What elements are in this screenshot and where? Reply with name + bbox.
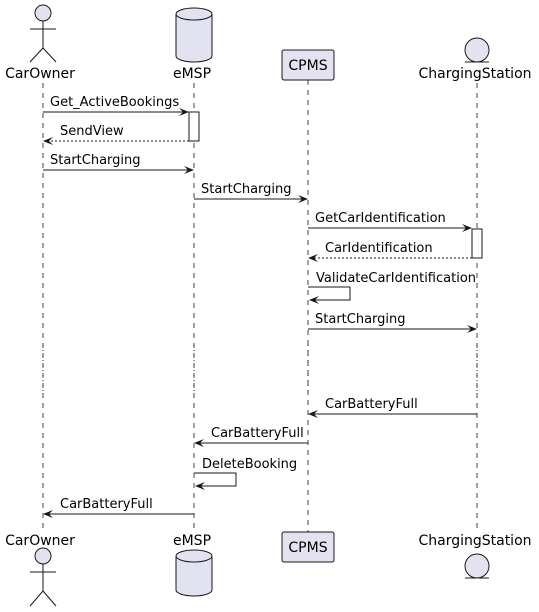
participant-label: CPMS: [288, 540, 327, 556]
message-label: CarBatteryFull: [211, 426, 304, 441]
message-label: CarIdentification: [325, 241, 433, 256]
message-label: GetCarIdentification: [315, 211, 446, 226]
message-label: ValidateCarIdentification: [316, 271, 476, 286]
participant-carowner-bottom: CarOwner: [5, 533, 75, 607]
participant-label: CarOwner: [5, 533, 75, 549]
lifelines: [42, 80, 478, 532]
arrowhead: [194, 439, 204, 447]
participant-box: [281, 531, 335, 563]
arrowhead: [179, 108, 189, 116]
participant-label: CPMS: [288, 58, 327, 74]
database-icon: [175, 7, 213, 63]
message-6: CarIdentification: [308, 241, 472, 262]
actor-icon: [29, 4, 57, 63]
message-label: Get_ActiveBookings: [50, 95, 179, 110]
participant-cpms-bottom: CPMS: [281, 531, 335, 563]
message-label: CarBatteryFull: [325, 397, 418, 412]
arrowhead: [184, 166, 194, 174]
arrowhead: [308, 254, 318, 262]
database-icon: [175, 549, 213, 597]
message-5: GetCarIdentification: [308, 211, 472, 232]
participant-label: eMSP: [173, 533, 211, 549]
arrowhead: [298, 195, 308, 203]
message-label: StartCharging: [315, 312, 406, 327]
message-3: StartCharging: [43, 153, 194, 174]
participant-label: eMSP: [173, 66, 211, 82]
message-4: StartCharging: [194, 182, 308, 203]
messages: Get_ActiveBookingsSendViewStartChargingS…: [43, 95, 477, 518]
entity-icon: [464, 553, 490, 579]
participant-carowner-top: CarOwner: [5, 4, 75, 82]
message-9: CarBatteryFull: [308, 397, 477, 418]
arrowhead: [195, 482, 205, 490]
participant-label: ChargingStation: [418, 533, 531, 549]
entity-icon: [464, 37, 490, 63]
arrowhead: [43, 510, 53, 518]
participant-box: [281, 49, 335, 81]
message-label: SendView: [60, 124, 124, 139]
message-label: StartCharging: [201, 182, 292, 197]
participant-chargingstation-top: ChargingStation: [418, 37, 532, 82]
participant-emsp-top: eMSP: [173, 7, 213, 82]
arrowhead: [43, 137, 53, 145]
message-12: CarBatteryFull: [43, 497, 194, 518]
message-label: CarBatteryFull: [60, 497, 153, 512]
participant-chargingstation-bottom: ChargingStation: [418, 533, 532, 579]
message-arrow-line: [194, 472, 237, 487]
arrowhead: [462, 224, 472, 232]
participant-label: ChargingStation: [418, 66, 531, 82]
message-label: StartCharging: [50, 153, 141, 168]
message-11: DeleteBooking: [194, 457, 297, 490]
arrowhead: [308, 410, 318, 418]
activation-chargingstation: [471, 228, 483, 259]
message-8: StartCharging: [308, 312, 477, 333]
message-10: CarBatteryFull: [194, 426, 308, 447]
arrowhead: [309, 296, 319, 304]
message-arrow-line: [308, 286, 351, 301]
message-1: Get_ActiveBookings: [43, 95, 189, 116]
delay-dots: [42, 345, 478, 395]
participant-emsp-bottom: eMSP: [173, 533, 213, 597]
message-label: DeleteBooking: [202, 457, 297, 472]
message-2: SendView: [43, 124, 189, 145]
actor-icon: [29, 547, 57, 607]
activation-emsp: [188, 111, 200, 142]
participant-cpms-top: CPMS: [281, 49, 335, 81]
arrowhead: [467, 325, 477, 333]
participant-label: CarOwner: [5, 66, 75, 82]
message-7: ValidateCarIdentification: [308, 271, 476, 304]
